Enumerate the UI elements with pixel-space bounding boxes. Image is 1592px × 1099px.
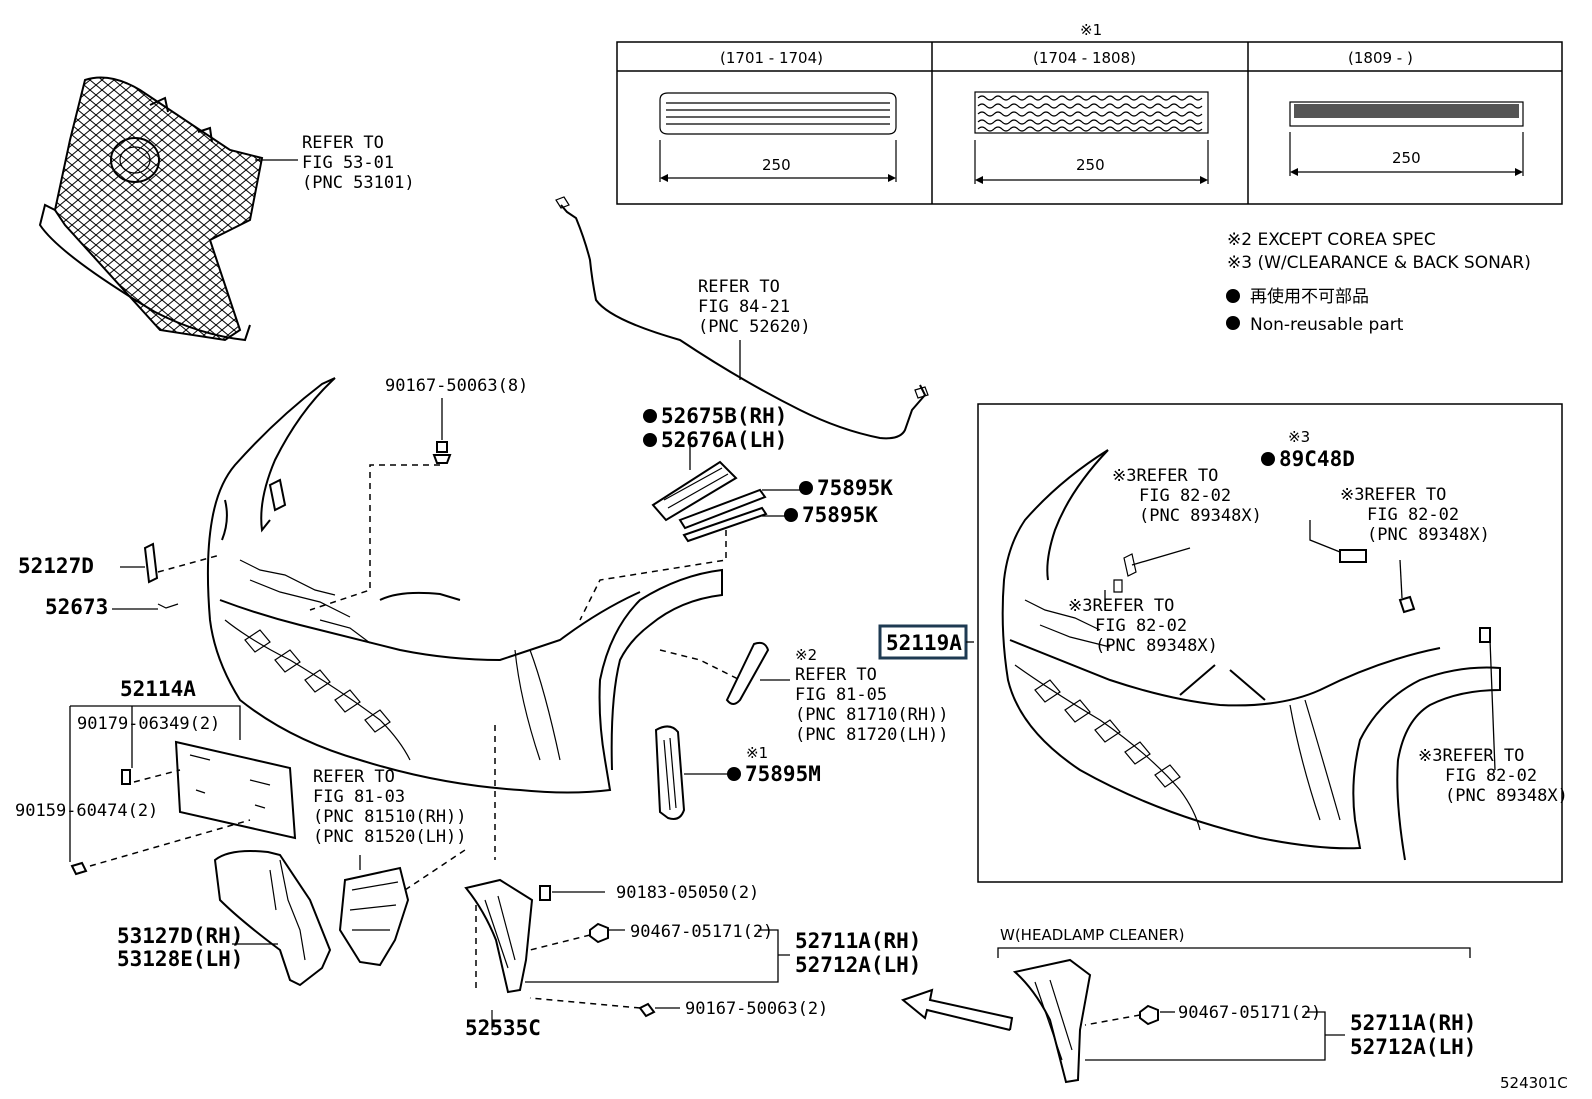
wire-harness	[555, 196, 929, 440]
table-range-1: (1701 - 1704)	[720, 49, 823, 67]
legend-en: Non-reusable part	[1250, 315, 1404, 335]
part-52676A: 52676A(LH)	[661, 428, 787, 452]
part-75895K-2: 75895K	[802, 503, 878, 527]
ref-sonar-d-1: ※3REFER TO	[1418, 746, 1524, 766]
license-plate-bracket	[69, 705, 297, 876]
part-52114A: 52114A	[120, 677, 196, 701]
ref-sonar-d-3: (PNC 89348X)	[1445, 786, 1568, 806]
non-reusable-mark	[1261, 452, 1275, 466]
note-clearance-sonar: ※3 (W/CLEARANCE & BACK SONAR)	[1227, 253, 1531, 273]
ref-sonar-c-3: (PNC 89348X)	[1095, 636, 1218, 656]
table-range-2: (1704 - 1808)	[1033, 49, 1136, 67]
ref-harness-2: FIG 84-21	[698, 297, 790, 317]
clip-fastener	[309, 398, 452, 611]
ref-reflector-1: REFER TO	[795, 665, 877, 685]
part-90167-50063-2: 90167-50063(2)	[685, 999, 828, 1019]
bullet-icon	[1226, 316, 1240, 330]
headlamp-cleaner-label: W(HEADLAMP CLEANER)	[1000, 926, 1185, 944]
bumper-retainer	[464, 725, 790, 1030]
arrow-icon	[900, 988, 1014, 1031]
table-dim-3: 250	[1392, 149, 1421, 167]
sonar-variant-box	[977, 403, 1563, 883]
part-53128E: 53128E(LH)	[117, 947, 243, 971]
diagram-id: 524301C	[1500, 1074, 1568, 1092]
ref-sonar-a-2: FIG 82-02	[1139, 486, 1231, 506]
part-52712A-a: 52712A(LH)	[795, 953, 921, 977]
ref-grille-2: FIG 53-01	[302, 153, 394, 173]
part-89C48D: 89C48D	[1279, 447, 1355, 471]
ref-sonar-c-1: ※3REFER TO	[1068, 596, 1174, 616]
ref-reflector-3: (PNC 81710(RH))	[795, 705, 949, 725]
ref-harness-1: REFER TO	[698, 277, 780, 297]
note-except-corea: ※2 EXCEPT COREA SPEC	[1227, 230, 1436, 250]
ref-reflector-4: (PNC 81720(LH))	[795, 725, 949, 745]
table-header-mark: ※1	[1080, 21, 1102, 39]
part-52673: 52673	[45, 595, 108, 619]
fog-bezel	[213, 850, 332, 987]
part-52712A-b: 52712A(LH)	[1350, 1035, 1476, 1059]
table-dim-2: 250	[1076, 156, 1105, 174]
part-52675B: 52675B(RH)	[661, 404, 787, 428]
part-52711A-b: 52711A(RH)	[1350, 1011, 1476, 1035]
part-90179-06349: 90179-06349(2)	[77, 714, 220, 734]
seal-bracket	[579, 438, 800, 621]
part-52711A-a: 52711A(RH)	[795, 929, 921, 953]
seal-strip-type-2	[974, 91, 1209, 184]
notes: ※2 EXCEPT COREA SPEC ※3 (W/CLEARANCE & B…	[1226, 230, 1531, 335]
bumper-cover-sonar	[1001, 449, 1501, 861]
grille-illustration	[38, 76, 298, 342]
part-75895M: 75895M	[745, 762, 821, 786]
bullet-icon	[1226, 289, 1240, 303]
ref-fog-3: (PNC 81510(RH))	[313, 807, 467, 827]
ref-sonar-b-3: (PNC 89348X)	[1367, 525, 1490, 545]
ref-harness-3: (PNC 52620)	[698, 317, 811, 337]
part-52127D: 52127D	[18, 554, 94, 578]
ref-sonar-c-2: FIG 82-02	[1095, 616, 1187, 636]
non-reusable-mark	[727, 767, 741, 781]
ref-fog-4: (PNC 81520(LH))	[313, 827, 467, 847]
part-75895M-mark: ※1	[746, 744, 768, 762]
seal-strip-75895M	[654, 725, 728, 820]
part-90167-50063-8: 90167-50063(8)	[385, 376, 528, 396]
fog-lamp	[338, 849, 466, 967]
part-89C48D-mark: ※3	[1288, 428, 1310, 446]
non-reusable-mark	[799, 481, 813, 495]
part-53127D: 53127D(RH)	[117, 924, 243, 948]
bumper-cover-main	[206, 377, 723, 794]
non-reusable-mark	[784, 508, 798, 522]
part-90467-05171-a: 90467-05171(2)	[630, 922, 773, 942]
part-90159-60474: 90159-60474(2)	[15, 801, 158, 821]
ref-sonar-d-2: FIG 82-02	[1445, 766, 1537, 786]
ref-reflector-mark: ※2	[795, 646, 817, 664]
ref-fog-1: REFER TO	[313, 767, 395, 787]
small-bracket	[112, 542, 221, 610]
ref-grille-3: (PNC 53101)	[302, 173, 415, 193]
variant-table: ※1 (1701 - 1704) (1704 - 1808) (1809 - )…	[616, 21, 1563, 205]
table-range-3: (1809 - )	[1348, 49, 1413, 67]
ref-reflector-2: FIG 81-05	[795, 685, 887, 705]
part-52119A: 52119A	[886, 631, 962, 655]
side-reflector	[659, 641, 790, 705]
ref-sonar-a-1: ※3REFER TO	[1112, 466, 1218, 486]
part-75895K-1: 75895K	[817, 476, 893, 500]
non-reusable-mark	[643, 433, 657, 447]
headlamp-cleaner-variant	[997, 947, 1471, 1084]
part-52535C: 52535C	[465, 1016, 541, 1040]
part-90467-05171-b: 90467-05171(2)	[1178, 1003, 1321, 1023]
table-dim-1: 250	[762, 156, 791, 174]
ref-fog-2: FIG 81-03	[313, 787, 405, 807]
seal-strip-type-3	[1289, 101, 1524, 176]
ref-sonar-b-2: FIG 82-02	[1367, 505, 1459, 525]
ref-sonar-b-1: ※3REFER TO	[1340, 485, 1446, 505]
non-reusable-mark	[643, 409, 657, 423]
legend-jp: 再使用不可部品	[1250, 286, 1369, 307]
table-frame	[616, 41, 1563, 205]
ref-grille-1: REFER TO	[302, 133, 384, 153]
part-90183-05050: 90183-05050(2)	[616, 883, 759, 903]
ref-sonar-a-3: (PNC 89348X)	[1139, 506, 1262, 526]
seal-strip-type-1	[659, 92, 897, 182]
